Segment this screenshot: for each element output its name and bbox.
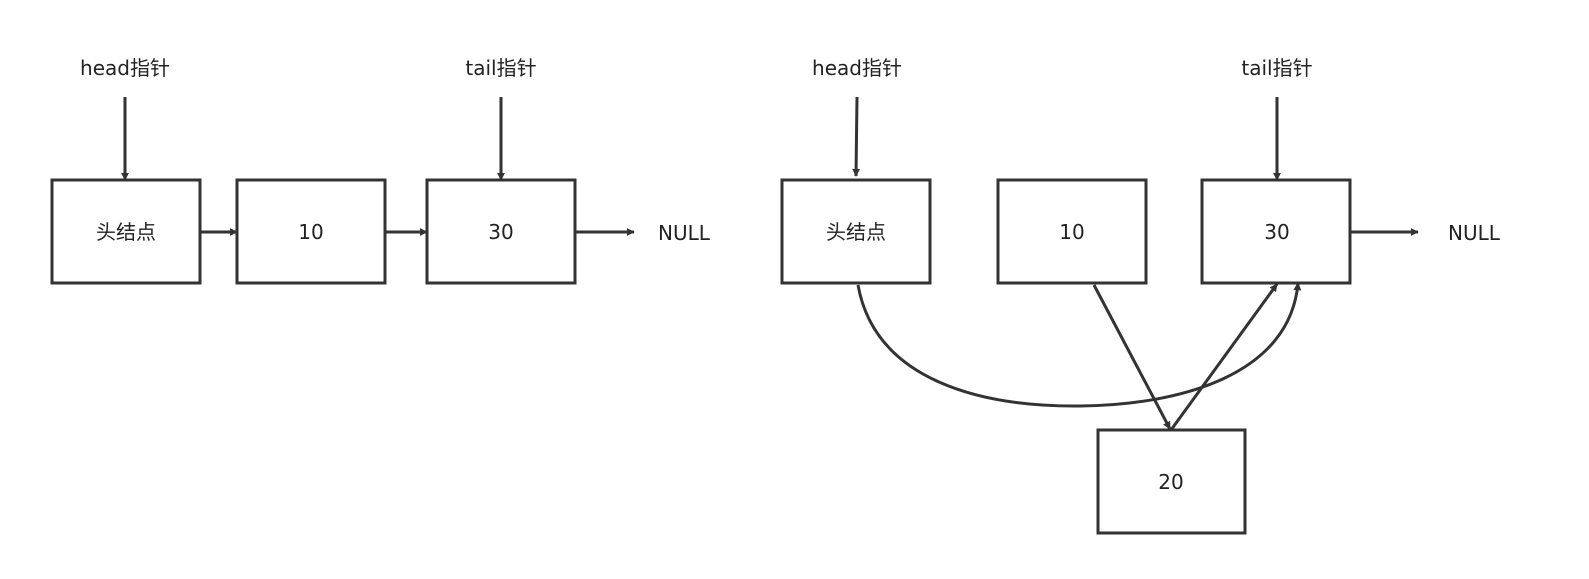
right-node-10-box [996, 178, 1148, 285]
right-node-10: 10 [996, 178, 1148, 285]
right-node-20: 20 [1096, 428, 1247, 535]
right-node-header-label: 头结点 [826, 220, 886, 244]
right-node-30-box [1200, 178, 1352, 285]
right-list: head指针 tail指针 头结点 10 30 20 NULL [780, 56, 1501, 535]
right-node-20-label: 20 [1158, 470, 1183, 494]
right-node-header: 头结点 [780, 178, 932, 285]
right-curve-header-to-30 [856, 282, 1302, 408]
right-node-20-box [1096, 428, 1247, 535]
right-link-20-to-30 [1169, 283, 1279, 431]
right-head-pointer-label: head指针 [812, 56, 902, 80]
left-null-label: NULL [658, 221, 711, 245]
left-node-30: 30 [425, 178, 577, 285]
right-link-10-to-20 [1092, 284, 1172, 430]
left-node-30-label: 30 [488, 220, 513, 244]
left-tail-pointer-label: tail指针 [465, 56, 536, 80]
left-list: head指针 tail指针 头结点 10 30 NULL [50, 56, 711, 285]
right-tail-pointer-label: tail指针 [1241, 56, 1312, 80]
left-node-header-label: 头结点 [96, 220, 156, 244]
right-node-header-box [780, 178, 932, 285]
right-null-label: NULL [1448, 221, 1501, 245]
left-node-10: 10 [235, 178, 387, 285]
right-node-30-label: 30 [1264, 220, 1289, 244]
left-node-10-box [235, 178, 387, 285]
right-node-30: 30 [1200, 178, 1352, 285]
right-head-pointer-arrow [852, 96, 861, 177]
left-node-header: 头结点 [50, 178, 202, 285]
right-node-10-label: 10 [1059, 220, 1084, 244]
left-head-pointer-label: head指针 [80, 56, 170, 80]
left-node-10-label: 10 [298, 220, 323, 244]
